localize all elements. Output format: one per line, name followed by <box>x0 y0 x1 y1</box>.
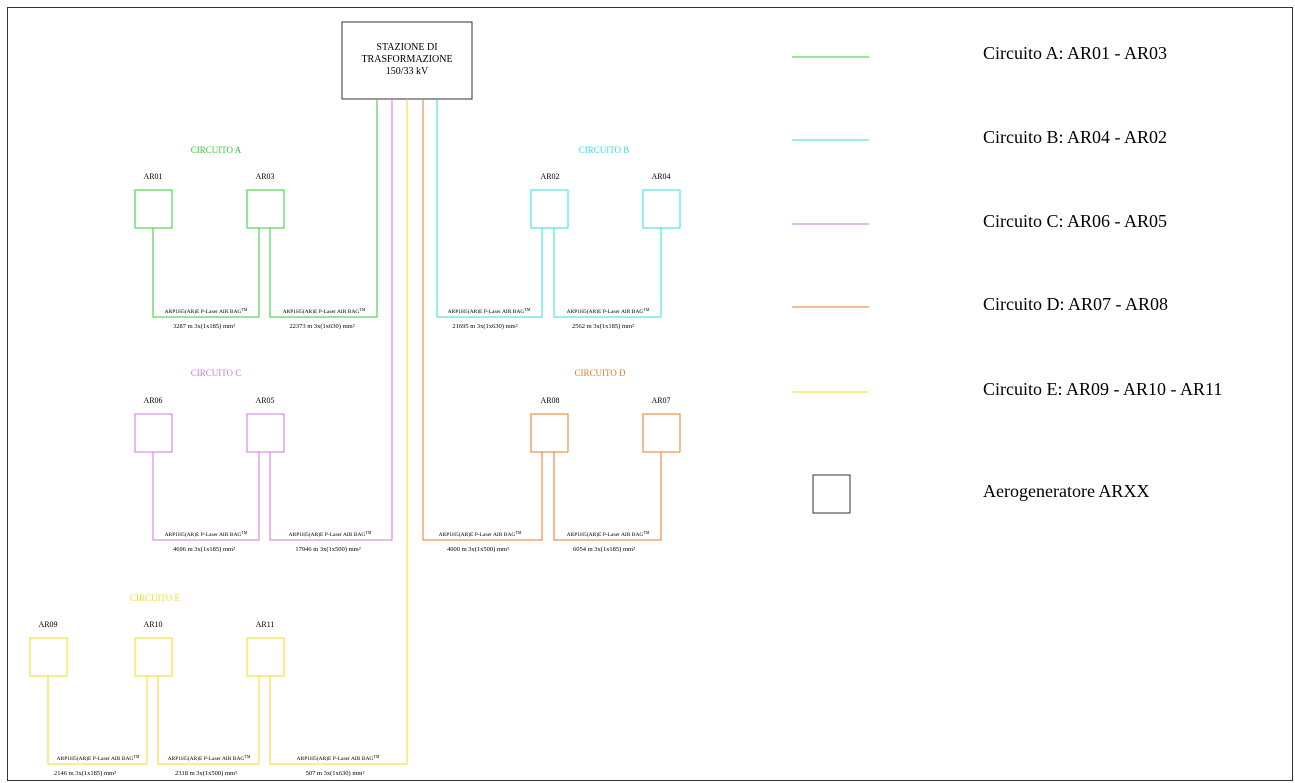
cable-line <box>269 99 408 765</box>
circuit-title: CIRCUITO C <box>191 368 242 378</box>
turbine-box <box>29 637 68 677</box>
cable-spec-label: 2562 m 3x(1x185) mm² <box>572 323 634 330</box>
turbine-box <box>642 413 681 453</box>
turbine-label: AR06 <box>143 396 162 405</box>
cable-spec-label: 2146 m 3x(1x185) mm² <box>54 770 116 777</box>
circuit-e: CIRCUITO E AR09 AR10 AR11 ARP1H5(AR)E P-… <box>29 99 408 777</box>
circuit-title: CIRCUITO E <box>130 593 181 603</box>
turbine-label: AR03 <box>255 172 274 181</box>
cable-spec-label: 3287 m 3x(1x185) mm² <box>173 323 235 330</box>
turbine-box <box>246 189 285 229</box>
cable-type-label: ARP1H5(AR)E P-Laser AIR BAGTM <box>57 754 140 762</box>
cable-spec-label: 22373 m 3x(1x630) mm² <box>289 323 354 330</box>
legend: Circuito A: AR01 - AR03 Circuito B: AR04… <box>792 43 1222 514</box>
cable-spec-label: 6054 m 3x(1x185) mm² <box>573 546 635 553</box>
circuit-c: CIRCUITO C AR06 AR05 ARP1H5(AR)E P-Laser… <box>134 99 393 553</box>
turbine-box <box>530 413 569 453</box>
cable-spec-label: 4000 m 3x(1x500) mm² <box>447 546 509 553</box>
cable-type-label: ARP1H5(AR)E P-Laser AIR BAGTM <box>567 307 650 315</box>
legend-label-c: Circuito C: AR06 - AR05 <box>983 211 1167 231</box>
legend-turbine-symbol <box>812 474 851 514</box>
cable-line <box>152 452 260 541</box>
cable-line <box>269 99 378 318</box>
cable-type-label: ARP1H5(AR)E P-Laser AIR BAGTM <box>283 307 366 315</box>
circuit-title: CIRCUITO B <box>579 145 630 155</box>
circuit-d: CIRCUITO D AR08 AR07 ARP1H5(AR)E P-Laser… <box>422 99 681 553</box>
turbine-box <box>134 637 173 677</box>
cable-line <box>553 228 662 318</box>
turbine-box <box>246 413 285 453</box>
substation-box <box>341 21 473 100</box>
cable-type-label: ARP1H5(AR)E P-Laser AIR BAGTM <box>168 754 251 762</box>
substation: STAZIONE DI TRASFORMAZIONE 150/33 kV <box>341 21 473 100</box>
turbine-label: AR09 <box>38 620 57 629</box>
substation-label-line2: TRASFORMAZIONE <box>361 54 452 65</box>
cable-type-label: ARP1H5(AR)E P-Laser AIR BAGTM <box>289 530 372 538</box>
turbine-label: AR07 <box>651 396 670 405</box>
cable-line <box>436 99 543 318</box>
legend-label-a: Circuito A: AR01 - AR03 <box>983 43 1167 63</box>
cable-line <box>422 99 543 541</box>
turbine-label: AR05 <box>255 396 274 405</box>
cable-type-label: ARP1H5(AR)E P-Laser AIR BAGTM <box>439 530 522 538</box>
turbine-label: AR04 <box>651 172 670 181</box>
cable-spec-label: 2318 m 3x(1x500) mm² <box>175 770 237 777</box>
turbine-label: AR10 <box>143 620 162 629</box>
cable-spec-label: 507 m 3x(1x630) mm² <box>306 770 365 777</box>
turbine-box <box>642 189 681 229</box>
drawing-border <box>7 7 1293 781</box>
legend-label-b: Circuito B: AR04 - AR02 <box>983 127 1167 147</box>
cable-spec-label: 17946 m 3x(1x500) mm² <box>295 546 360 553</box>
turbine-box <box>246 637 285 677</box>
cable-type-label: ARP1H5(AR)E P-Laser AIR BAGTM <box>297 754 380 762</box>
substation-label-line3: 150/33 kV <box>386 66 429 77</box>
legend-label-d: Circuito D: AR07 - AR08 <box>983 294 1168 314</box>
cable-line <box>269 99 393 541</box>
turbine-box <box>134 413 173 453</box>
circuit-b: CIRCUITO B AR02 AR04 ARP1H5(AR)E P-Laser… <box>436 99 681 330</box>
legend-label-turbine: Aerogeneratore ARXX <box>983 481 1149 501</box>
cable-line <box>152 228 260 318</box>
turbine-label: AR01 <box>143 172 162 181</box>
cable-spec-label: 4696 m 3x(1x185) mm² <box>173 546 235 553</box>
turbine-label: AR11 <box>256 620 275 629</box>
cable-type-label: ARP1H5(AR)E P-Laser AIR BAGTM <box>448 307 531 315</box>
circuit-title: CIRCUITO D <box>574 368 626 378</box>
cable-line <box>553 452 662 541</box>
turbine-label: AR08 <box>540 396 559 405</box>
cable-line <box>47 676 148 765</box>
turbine-box <box>134 189 173 229</box>
substation-label-line1: STAZIONE DI <box>376 42 437 53</box>
cable-line <box>157 676 260 765</box>
cable-type-label: ARP1H5(AR)E P-Laser AIR BAGTM <box>165 307 248 315</box>
turbine-box <box>530 189 569 229</box>
cable-type-label: ARP1H5(AR)E P-Laser AIR BAGTM <box>567 530 650 538</box>
circuit-a: CIRCUITO A AR01 AR03 ARP1H5(AR)E P-Laser… <box>134 99 378 330</box>
legend-label-e: Circuito E: AR09 - AR10 - AR11 <box>983 379 1222 399</box>
turbine-label: AR02 <box>540 172 559 181</box>
cable-spec-label: 21695 m 3x(1x630) mm² <box>452 323 517 330</box>
circuit-title: CIRCUITO A <box>191 145 242 155</box>
cable-type-label: ARP1H5(AR)E P-Laser AIR BAGTM <box>165 530 248 538</box>
